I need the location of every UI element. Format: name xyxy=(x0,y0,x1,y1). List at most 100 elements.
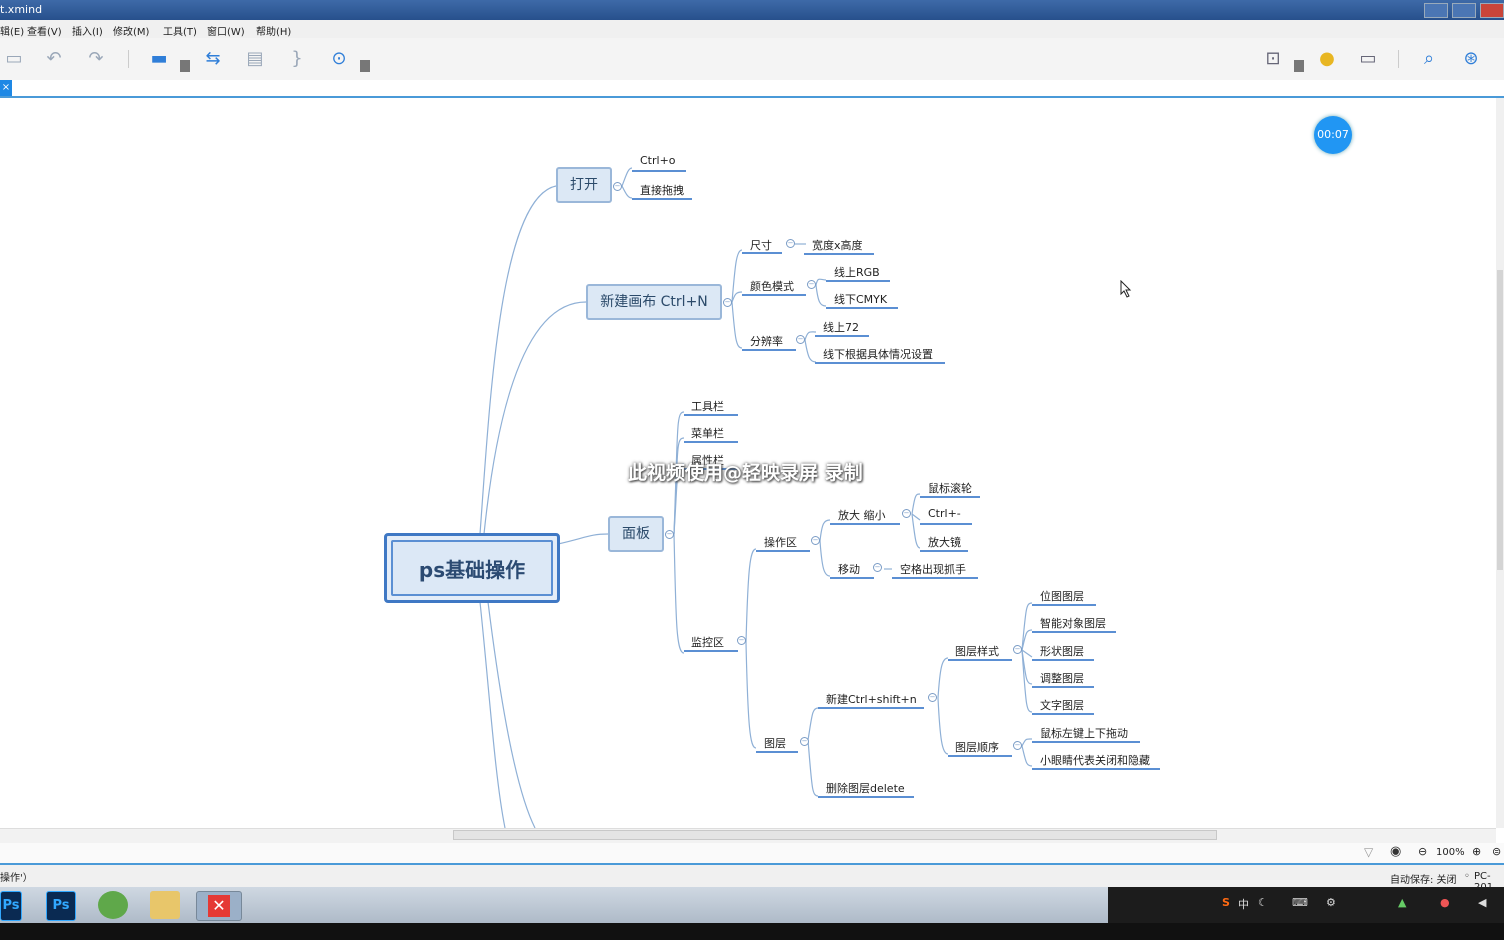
subtopic-toolbar[interactable]: 工具栏 xyxy=(691,400,724,413)
zoom-out-icon[interactable]: ⊖ xyxy=(1418,845,1428,858)
collapse-icon[interactable]: − xyxy=(1013,645,1022,654)
subtopic-operation[interactable]: 操作区 xyxy=(764,536,797,549)
search-icon[interactable]: ⌕ xyxy=(1423,48,1435,69)
subtopic-propbar[interactable]: 属性栏 xyxy=(691,454,724,467)
undo-icon[interactable]: ↶ xyxy=(46,48,62,69)
subtopic-layer-order[interactable]: 图层顺序 xyxy=(955,741,999,754)
file-explorer-taskbar-icon[interactable] xyxy=(150,891,180,919)
settings-icon[interactable]: ⚙ xyxy=(1326,896,1336,909)
menu-window[interactable]: 窗口(W) xyxy=(207,27,245,38)
menu-modify[interactable]: 修改(M) xyxy=(113,27,150,38)
root-topic[interactable]: ps基础操作 xyxy=(384,533,560,603)
security-icon[interactable]: ● xyxy=(1440,896,1450,909)
topic-panel[interactable]: 面板 xyxy=(608,516,664,552)
menu-view[interactable]: 查看(V) xyxy=(27,27,62,38)
collapse-icon[interactable]: − xyxy=(800,737,809,746)
network-icon[interactable]: ▲ xyxy=(1398,896,1407,909)
subtopic-menubar[interactable]: 菜单栏 xyxy=(691,427,724,440)
eye-icon[interactable]: ◉ xyxy=(1390,844,1402,859)
vertical-scroll-thumb[interactable] xyxy=(1497,270,1503,570)
subtopic-layer-style[interactable]: 图层样式 xyxy=(955,645,999,658)
keyboard-icon[interactable]: ⌨ xyxy=(1292,896,1308,909)
collapse-icon[interactable]: − xyxy=(665,530,674,539)
zoom-in-icon[interactable]: ⊕ xyxy=(1472,845,1482,858)
subtopic-magnifier[interactable]: 放大镜 xyxy=(928,536,961,549)
subtopic-cmyk[interactable]: 线下CMYK xyxy=(834,293,888,306)
menu-edit[interactable]: 辑(E) xyxy=(0,27,25,38)
subtopic-move[interactable]: 移动 xyxy=(838,563,860,576)
recorder-taskbar-icon[interactable] xyxy=(98,891,128,919)
subtopic-size[interactable]: 尺寸 xyxy=(750,239,772,252)
save-icon[interactable]: ▭ xyxy=(5,48,23,69)
subtopic-shape-layer[interactable]: 形状图层 xyxy=(1040,645,1084,658)
topic-new-canvas[interactable]: 新建画布 Ctrl+N xyxy=(586,284,722,320)
subtopic-layers[interactable]: 图层 xyxy=(764,737,786,750)
subtopic-ctrl-minus[interactable]: Ctrl+- xyxy=(928,507,961,520)
input-mode-indicator[interactable]: 中 xyxy=(1238,898,1249,911)
subtopic-adjust-layer[interactable]: 调整图层 xyxy=(1040,672,1084,685)
fit-icon[interactable]: ⊜ xyxy=(1492,845,1502,858)
collapse-icon[interactable]: − xyxy=(723,298,732,307)
sogou-icon[interactable]: S xyxy=(1222,896,1230,909)
mindmap-canvas[interactable]: ps基础操作 打开 − Ctrl+o 直接拖拽 新建画布 Ctrl+N − 尺寸… xyxy=(0,98,1496,828)
collapse-icon[interactable]: − xyxy=(737,636,746,645)
subtopic-color-mode[interactable]: 颜色模式 xyxy=(750,280,794,293)
maximize-button[interactable] xyxy=(1452,3,1476,18)
autosave-status[interactable]: 自动保存: 关闭 xyxy=(1390,875,1457,886)
relationship-icon[interactable]: ⇆ xyxy=(205,48,221,69)
structure-icon[interactable]: ▬ xyxy=(150,48,168,69)
close-window-button[interactable] xyxy=(1480,3,1504,18)
subtopic-text-layer[interactable]: 文字图层 xyxy=(1040,699,1084,712)
redo-icon[interactable]: ↷ xyxy=(88,48,104,69)
filter-icon[interactable]: ▽ xyxy=(1364,845,1374,859)
xmind-taskbar-icon[interactable]: ✕ xyxy=(196,891,242,921)
subtopic-delete-layer[interactable]: 删除图层delete xyxy=(826,782,905,795)
subtopic-space[interactable]: 空格出现抓手 xyxy=(900,563,966,576)
volume-icon[interactable]: ◀ xyxy=(1478,896,1487,909)
subtopic-resolution[interactable]: 分辨率 xyxy=(750,335,783,348)
photoshop-taskbar-icon[interactable]: Ps xyxy=(0,891,22,921)
subtopic-width-height[interactable]: 宽度x高度 xyxy=(812,239,863,252)
collapse-icon[interactable]: − xyxy=(873,563,882,572)
more-dropdown-icon[interactable] xyxy=(360,60,370,72)
photoshop-taskbar-icon-2[interactable]: Ps xyxy=(46,891,76,921)
structure-dropdown-icon[interactable] xyxy=(180,60,190,72)
presentation-dropdown-icon[interactable] xyxy=(1294,60,1304,72)
more-icon[interactable]: ⊙ xyxy=(331,48,347,69)
tab-close-button[interactable]: × xyxy=(0,80,12,96)
subtopic-zoom[interactable]: 放大 缩小 xyxy=(838,509,886,522)
menu-tools[interactable]: 工具(T) xyxy=(163,27,197,38)
panel-icon[interactable]: ▭ xyxy=(1359,48,1377,69)
subtopic-smart-layer[interactable]: 智能对象图层 xyxy=(1040,617,1106,630)
horizontal-scroll-thumb[interactable] xyxy=(453,830,1217,840)
collapse-icon[interactable]: − xyxy=(928,693,937,702)
subtopic-rgb[interactable]: 线上RGB xyxy=(834,266,880,279)
boundary-icon[interactable]: ▤ xyxy=(246,48,264,69)
collapse-icon[interactable]: − xyxy=(796,335,805,344)
subtopic-72[interactable]: 线上72 xyxy=(823,321,859,334)
subtopic-drag-order[interactable]: 鼠标左键上下拖动 xyxy=(1040,727,1128,740)
subtopic-drag[interactable]: 直接拖拽 xyxy=(640,184,684,197)
recording-timer[interactable]: 00:07 xyxy=(1314,116,1352,154)
subtopic-eye-toggle[interactable]: 小眼睛代表关闭和隐藏 xyxy=(1040,754,1150,767)
subtopic-bitmap-layer[interactable]: 位图图层 xyxy=(1040,590,1084,603)
collapse-icon[interactable]: − xyxy=(613,182,622,191)
summary-icon[interactable]: } xyxy=(291,48,303,69)
moon-icon[interactable]: ☾ xyxy=(1258,896,1268,909)
collapse-icon[interactable]: − xyxy=(811,536,820,545)
subtopic-monitor[interactable]: 监控区 xyxy=(691,636,724,649)
menu-help[interactable]: 帮助(H) xyxy=(256,27,292,38)
menu-insert[interactable]: 插入(I) xyxy=(72,27,103,38)
subtopic-wheel[interactable]: 鼠标滚轮 xyxy=(928,482,972,495)
collapse-icon[interactable]: − xyxy=(786,239,795,248)
minimize-button[interactable] xyxy=(1424,3,1448,18)
subtopic-new-layer[interactable]: 新建Ctrl+shift+n xyxy=(826,693,917,706)
collapse-icon[interactable]: − xyxy=(1013,741,1022,750)
zoom-level[interactable]: 100% xyxy=(1436,847,1465,858)
collapse-icon[interactable]: − xyxy=(902,509,911,518)
presentation-icon[interactable]: ⊡ xyxy=(1265,48,1281,69)
subtopic-offline-res[interactable]: 线下根据具体情况设置 xyxy=(823,348,933,361)
collapse-icon[interactable]: − xyxy=(807,280,816,289)
share-icon[interactable]: ⊛ xyxy=(1463,48,1479,69)
subtopic-ctrl-o[interactable]: Ctrl+o xyxy=(640,154,676,167)
